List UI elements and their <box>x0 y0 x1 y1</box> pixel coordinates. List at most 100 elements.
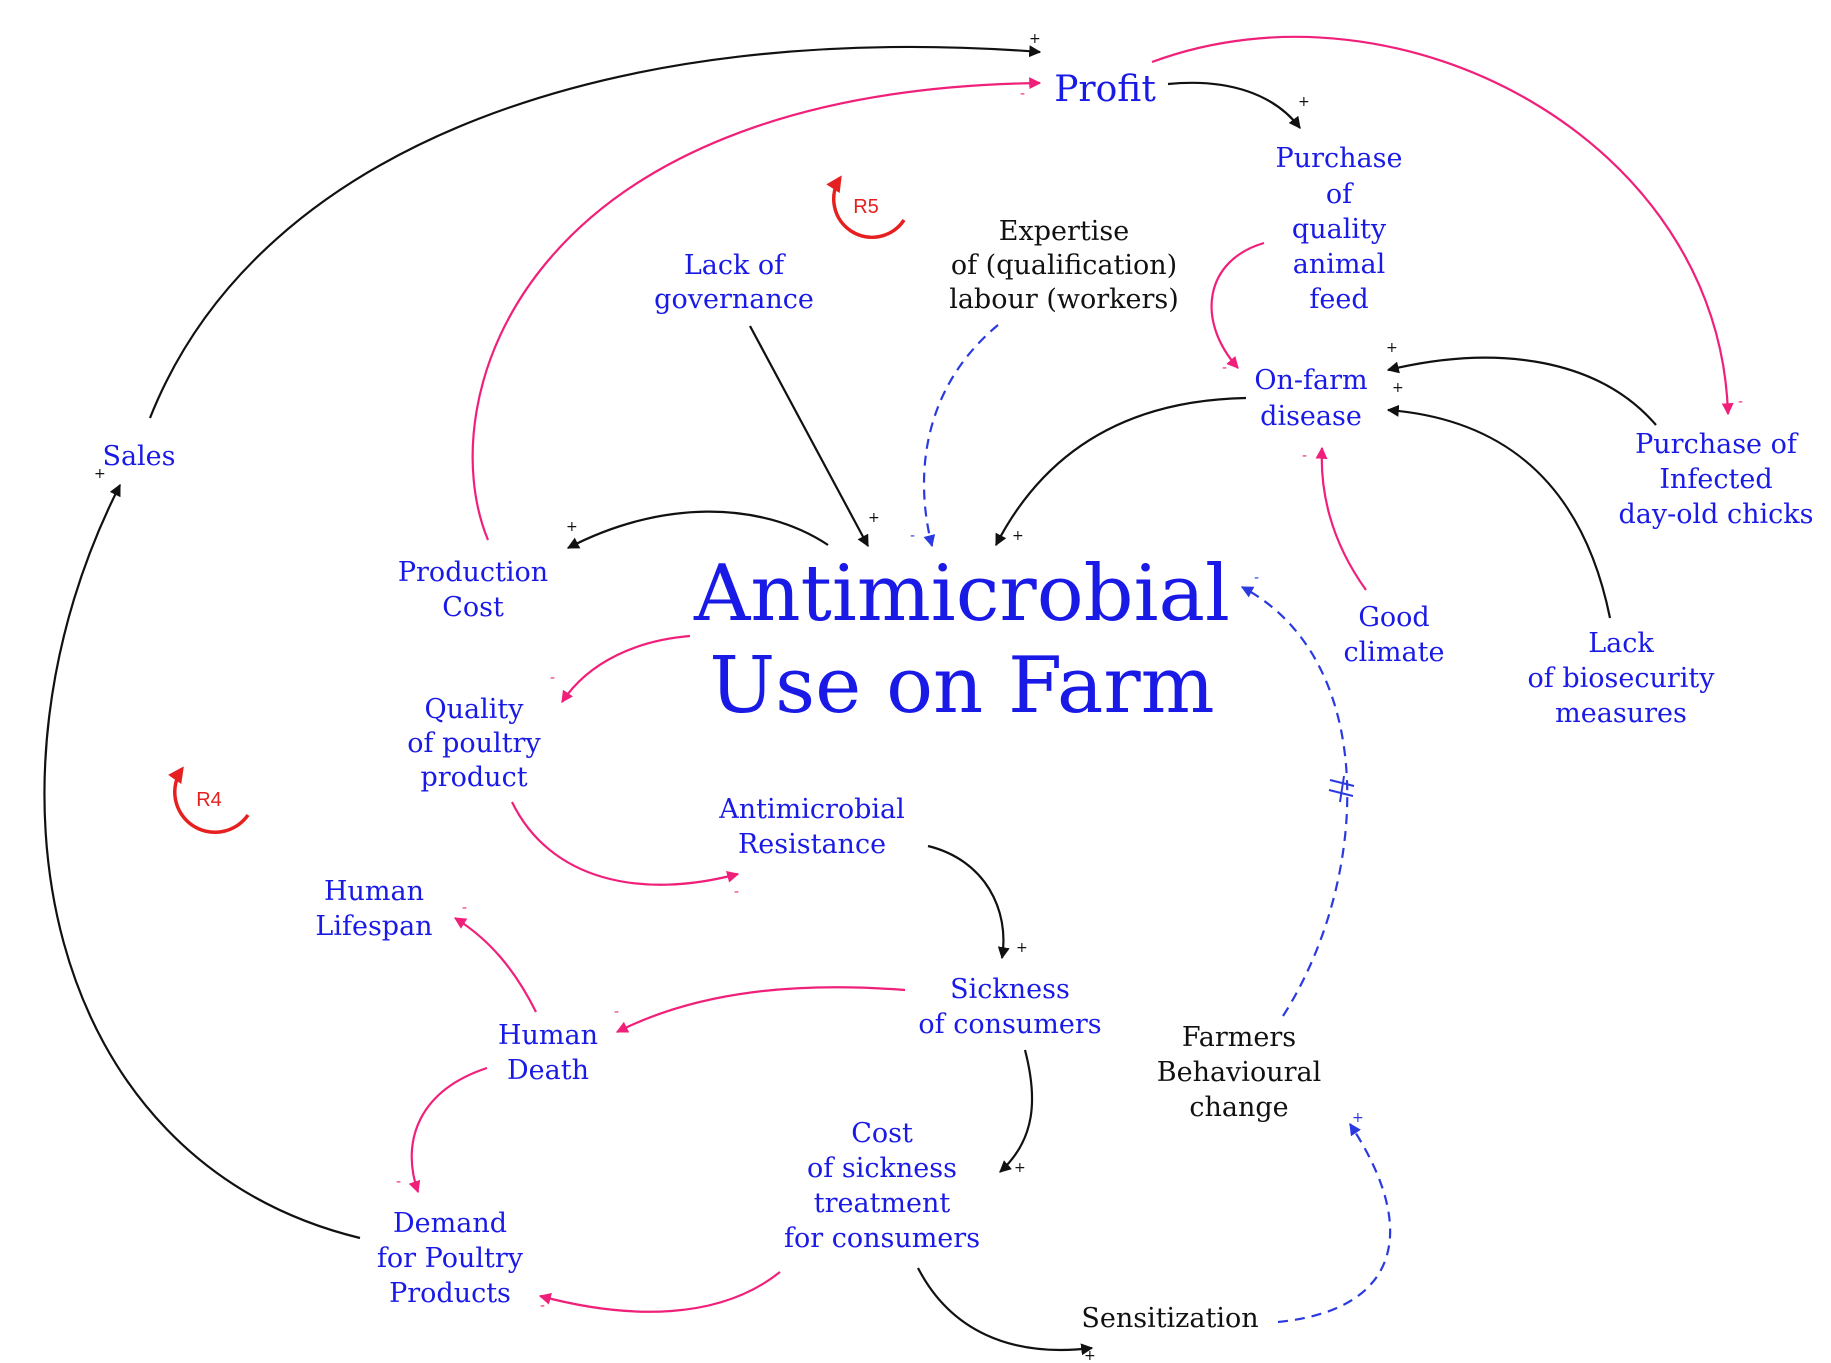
loop-r4: R4 <box>168 766 250 834</box>
link-quality-to-amr <box>511 801 740 886</box>
link-sickness-to-human-death <box>615 986 906 1033</box>
node-production-cost-line: Production <box>398 557 548 588</box>
link-climate-to-disease <box>1315 446 1367 591</box>
node-expertise-line: of (qualification) <box>951 250 1177 281</box>
node-sensitization-line: Sensitization <box>1081 1303 1258 1334</box>
node-cost-sickness-line: Cost <box>851 1118 913 1149</box>
node-expertise: Expertise of (qualification) labour (wor… <box>949 216 1179 315</box>
link-chicks-to-disease <box>1386 356 1657 426</box>
polarity-sign: + <box>1392 380 1404 396</box>
node-human-lifespan-line: Lifespan <box>315 911 432 942</box>
polarity-sign: + <box>1029 31 1041 47</box>
link-cost-to-demand <box>538 1271 781 1313</box>
link-disease-to-amu <box>995 396 1247 547</box>
link-production-cost-to-profit <box>471 77 1042 541</box>
node-quality-poultry-line: of poultry <box>407 728 541 759</box>
node-amr-line: Antimicrobial <box>718 794 905 825</box>
node-purchase-feed-line: animal <box>1293 249 1385 280</box>
node-human-death: Human Death <box>498 1020 598 1086</box>
node-profit-line: Profit <box>1054 69 1156 110</box>
polarity-sign: + <box>1016 940 1028 956</box>
node-onfarm-disease-line: On-farm <box>1254 365 1367 396</box>
node-purchase-chicks-line: Purchase of <box>1635 429 1799 460</box>
polarity-sign: - <box>910 528 915 544</box>
node-human-lifespan: Human Lifespan <box>315 876 432 942</box>
polarity-sign: - <box>614 1004 619 1020</box>
link-amu-to-quality <box>561 634 691 703</box>
node-amu-line: Use on Farm <box>709 641 1214 731</box>
loop-r5-label: R5 <box>853 196 879 218</box>
node-purchase-chicks-line: day-old chicks <box>1619 499 1814 530</box>
node-sensitization: Sensitization <box>1081 1303 1258 1334</box>
link-sales-to-profit <box>148 45 1042 419</box>
node-lack-biosecurity-line: of biosecurity <box>1528 663 1716 694</box>
node-lack-biosecurity: Lack of biosecurity measures <box>1528 628 1716 729</box>
polarity-sign: + <box>868 510 880 526</box>
polarity-sign: - <box>550 670 555 686</box>
node-amu: Antimicrobial Use on Farm <box>693 549 1230 731</box>
link-amu-to-production-cost <box>566 510 829 549</box>
node-onfarm-disease-line: disease <box>1260 401 1362 432</box>
link-human-death-to-demand <box>408 1066 488 1194</box>
node-expertise-line: Expertise <box>999 216 1129 247</box>
node-lack-biosecurity-line: measures <box>1555 698 1687 729</box>
polarity-sign: - <box>1254 570 1259 586</box>
node-farmers-behaviour-line: Farmers <box>1182 1022 1296 1053</box>
polarity-sign: + <box>1298 94 1310 110</box>
polarity-sign: - <box>1222 360 1227 376</box>
polarity-sign: + <box>1012 528 1024 544</box>
node-purchase-feed-line: of <box>1326 179 1354 210</box>
node-lack-governance-line: Lack of <box>684 250 786 281</box>
loop-r4-label: R4 <box>196 789 222 811</box>
node-good-climate-line: climate <box>1344 637 1445 668</box>
node-demand-line: Demand <box>393 1208 507 1239</box>
node-purchase-chicks: Purchase of Infected day-old chicks <box>1619 429 1814 530</box>
node-lack-governance: Lack of governance <box>654 250 814 315</box>
node-quality-poultry-line: Quality <box>425 694 525 725</box>
node-sickness-line: Sickness <box>950 974 1070 1005</box>
link-cost-to-sensitization <box>917 1267 1094 1356</box>
node-cost-sickness-line: treatment <box>814 1188 951 1219</box>
node-demand-line: Products <box>389 1278 511 1309</box>
node-human-death-line: Human <box>498 1020 598 1051</box>
polarity-sign: - <box>1020 86 1025 102</box>
link-demand-to-sales <box>43 483 361 1240</box>
node-amu-line: Antimicrobial <box>693 549 1230 639</box>
link-human-death-to-lifespan <box>453 917 537 1013</box>
node-amr-line: Resistance <box>738 829 886 860</box>
link-behaviour-to-amu <box>1240 586 1349 1017</box>
node-purchase-feed-line: Purchase <box>1276 143 1403 174</box>
polarity-sign: + <box>1352 1110 1364 1126</box>
node-lack-governance-line: governance <box>654 284 814 315</box>
node-human-lifespan-line: Human <box>324 876 424 907</box>
link-profit-to-purchase-feed <box>1167 81 1301 129</box>
link-biosecurity-to-disease <box>1386 404 1612 619</box>
node-quality-poultry: Quality of poultry product <box>407 694 541 793</box>
node-good-climate: Good climate <box>1344 602 1445 668</box>
node-farmers-behaviour-line: change <box>1189 1092 1288 1123</box>
node-demand-line: for Poultry <box>377 1243 524 1274</box>
link-governance-to-amu <box>749 325 869 548</box>
node-purchase-feed-line: feed <box>1309 284 1368 315</box>
node-farmers-behaviour-line: Behavioural <box>1157 1057 1321 1088</box>
node-purchase-feed-line: quality <box>1292 214 1387 245</box>
node-farmers-behaviour: Farmers Behavioural change <box>1157 1022 1321 1123</box>
loop-r5: R5 <box>826 175 906 239</box>
link-purchase-feed-to-disease <box>1210 241 1265 369</box>
node-demand: Demand for Poultry Products <box>377 1208 524 1309</box>
node-good-climate-line: Good <box>1358 602 1429 633</box>
link-sensitization-to-behaviour <box>1277 1122 1392 1324</box>
polarity-sign: - <box>734 884 739 900</box>
node-profit: Profit <box>1054 69 1156 110</box>
node-sales: Sales <box>102 441 175 472</box>
node-expertise-line: labour (workers) <box>949 284 1179 315</box>
node-cost-sickness: Cost of sickness treatment for consumers <box>784 1118 980 1254</box>
polarity-sign: - <box>1302 448 1307 464</box>
node-production-cost-line: Cost <box>442 592 504 623</box>
node-sales-line: Sales <box>102 441 175 472</box>
polarity-sign: + <box>1014 1160 1026 1176</box>
node-human-death-line: Death <box>507 1055 589 1086</box>
polarity-sign: + <box>566 519 578 535</box>
